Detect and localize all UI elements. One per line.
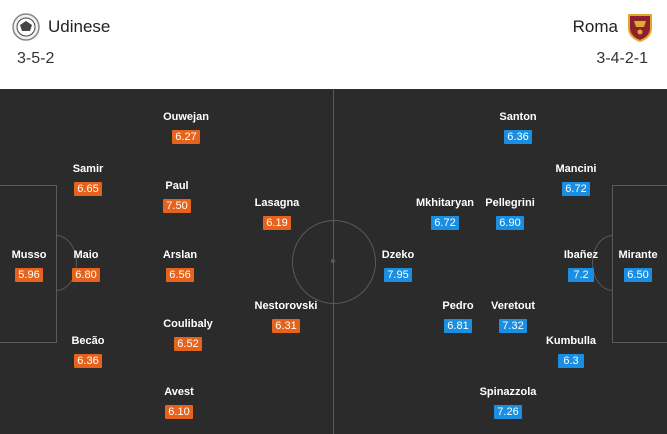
player-name: Samir (72, 163, 104, 175)
player-name: Pedro (442, 300, 474, 312)
player-rating: 6.31 (272, 319, 300, 333)
away-player-mkhitaryan[interactable]: Mkhitaryan 6.72 (410, 197, 480, 231)
player-name: Nestorovski (254, 300, 318, 312)
player-rating: 6.36 (504, 130, 532, 144)
home-player-coulibaly[interactable]: Coulibaly 6.52 (153, 318, 223, 352)
home-player-samir[interactable]: Samir 6.65 (53, 163, 123, 197)
player-name: Ouwejan (163, 111, 209, 123)
player-name: Mirante (618, 249, 658, 261)
away-player-dzeko[interactable]: Dzeko 7.95 (363, 249, 433, 283)
center-spot (331, 259, 335, 263)
home-formation: 3-5-2 (17, 50, 55, 67)
away-player-kumbulla[interactable]: Kumbulla 6.3 (536, 335, 606, 369)
player-rating: 6.65 (74, 182, 102, 196)
udinese-crest-icon (12, 12, 40, 42)
home-player-maio[interactable]: Maio 6.80 (51, 249, 121, 283)
player-name: Maio (73, 249, 99, 261)
home-team-name: Udinese (48, 17, 111, 36)
player-name: Santon (499, 111, 537, 123)
home-player-ouwejan[interactable]: Ouwejan 6.27 (151, 111, 221, 145)
away-formation: 3-4-2-1 (596, 50, 648, 67)
home-player-lasagna[interactable]: Lasagna 6.19 (242, 197, 312, 231)
player-name: Kumbulla (545, 335, 597, 347)
player-name: Dzeko (381, 249, 415, 261)
player-rating: 7.95 (384, 268, 412, 282)
player-rating: 6.10 (165, 405, 193, 419)
player-name: Lasagna (254, 197, 300, 209)
home-player-musso[interactable]: Musso 5.96 (0, 249, 64, 283)
player-rating: 6.52 (174, 337, 202, 351)
pitch: Musso 5.96 Samir 6.65 Maio 6.80 Becão 6.… (0, 89, 667, 434)
player-rating: 6.72 (562, 182, 590, 196)
player-rating: 7.2 (568, 268, 594, 282)
match-header: Udinese 3-5-2 Roma 3-4-2-1 (0, 0, 667, 89)
player-name: Arslan (162, 249, 198, 261)
player-rating: 7.32 (499, 319, 527, 333)
away-player-spinazzola[interactable]: Spinazzola 7.26 (473, 386, 543, 420)
player-name: Mkhitaryan (415, 197, 475, 209)
away-player-mancini[interactable]: Mancini 6.72 (541, 163, 611, 197)
player-name: Pellegrini (485, 197, 535, 209)
player-rating: 6.90 (496, 216, 524, 230)
player-name: Mancini (555, 163, 597, 175)
player-rating: 6.3 (558, 354, 584, 368)
player-name: Coulibaly (163, 318, 213, 330)
away-team-name: Roma (572, 17, 618, 36)
away-player-pellegrini[interactable]: Pellegrini 6.90 (475, 197, 545, 231)
home-player-paul[interactable]: Paul 7.50 (142, 180, 212, 214)
player-rating: 7.26 (494, 405, 522, 419)
home-player-arslan[interactable]: Arslan 6.56 (145, 249, 215, 283)
player-name: Ibañez (563, 249, 599, 261)
away-player-mirante[interactable]: Mirante 6.50 (603, 249, 667, 283)
player-rating: 6.36 (74, 354, 102, 368)
center-circle (292, 220, 376, 304)
player-rating: 6.81 (444, 319, 472, 333)
player-name: Musso (11, 249, 47, 261)
away-player-veretout[interactable]: Veretout 7.32 (478, 300, 548, 334)
home-player-avest[interactable]: Avest 6.10 (144, 386, 214, 420)
player-rating: 6.50 (624, 268, 652, 282)
away-player-pedro[interactable]: Pedro 6.81 (423, 300, 493, 334)
player-rating: 6.56 (166, 268, 194, 282)
home-player-becao[interactable]: Becão 6.36 (53, 335, 123, 369)
player-name: Veretout (490, 300, 535, 312)
roma-crest-icon (626, 12, 654, 43)
player-rating: 5.96 (15, 268, 43, 282)
player-name: Spinazzola (479, 386, 537, 398)
away-player-santon[interactable]: Santon 6.36 (483, 111, 553, 145)
player-name: Paul (165, 180, 189, 192)
player-name: Avest (164, 386, 194, 398)
player-rating: 6.27 (172, 130, 200, 144)
home-player-nestorovski[interactable]: Nestorovski 6.31 (251, 300, 321, 334)
player-rating: 6.80 (72, 268, 100, 282)
player-rating: 6.72 (431, 216, 459, 230)
player-name: Becão (71, 335, 105, 347)
player-rating: 7.50 (163, 199, 191, 213)
player-rating: 6.19 (263, 216, 291, 230)
away-player-ibanez[interactable]: Ibañez 7.2 (546, 249, 616, 283)
